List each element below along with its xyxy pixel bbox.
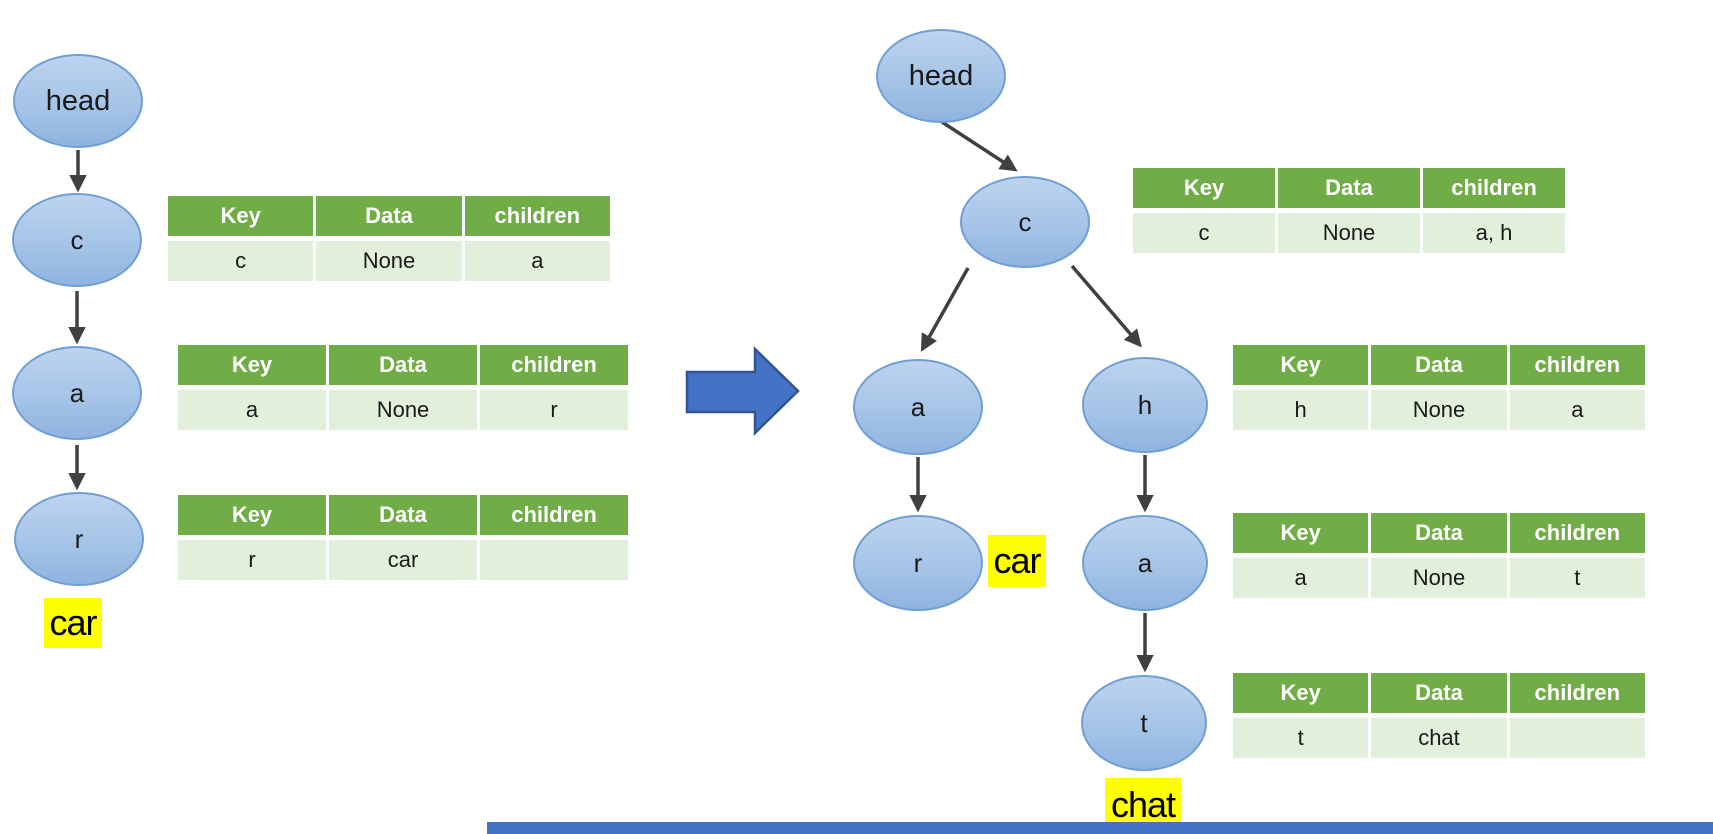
table-header-data: Data	[1278, 168, 1420, 208]
table-header-children: children	[464, 196, 610, 236]
table-cell-key: c	[1133, 213, 1275, 253]
after-word-label-car: car	[988, 535, 1046, 587]
table-header-data: Data	[316, 196, 462, 236]
table-header-key: Key	[1233, 345, 1369, 385]
edge-after-head-c	[941, 120, 1018, 172]
table-header-children: children	[1509, 513, 1645, 553]
table-cell-children	[480, 540, 628, 580]
table-cell-children: a, h	[1423, 213, 1565, 253]
table-cell-data: None	[329, 390, 477, 430]
bottom-bar	[487, 822, 1713, 834]
before-node-r: r	[14, 492, 144, 586]
edge-after-c-a	[920, 267, 970, 352]
after-node-r: r	[853, 515, 983, 611]
table-cell-data: chat	[1371, 718, 1507, 758]
table-header-key: Key	[178, 345, 326, 385]
table-cell-data: None	[316, 241, 462, 281]
table-cell-children: r	[480, 390, 628, 430]
table-header-children: children	[1509, 673, 1645, 713]
before-word-label-car: car	[44, 598, 102, 648]
before-table-r: Key Data children r car	[178, 495, 628, 580]
after-node-c: c	[960, 176, 1090, 268]
after-node-head: head	[876, 29, 1006, 123]
table-cell-data: None	[1278, 213, 1420, 253]
before-node-head: head	[13, 54, 143, 148]
before-table-a: Key Data children a None r	[178, 345, 628, 430]
table-cell-key: a	[1233, 558, 1369, 598]
table-header-data: Data	[329, 345, 477, 385]
table-cell-key: c	[168, 241, 314, 281]
after-table-h: Key Data children h None a	[1233, 345, 1645, 430]
transform-arrow-icon	[685, 346, 800, 436]
table-cell-data: None	[1371, 390, 1507, 430]
before-node-a: a	[12, 346, 142, 440]
after-node-a2: a	[1082, 515, 1208, 611]
table-header-children: children	[1423, 168, 1565, 208]
table-header-children: children	[1509, 345, 1645, 385]
table-header-data: Data	[1371, 673, 1507, 713]
before-table-c: Key Data children c None a	[168, 196, 610, 281]
after-node-a: a	[853, 359, 983, 455]
table-header-data: Data	[1371, 513, 1507, 553]
table-cell-children: a	[464, 241, 610, 281]
table-cell-children: t	[1509, 558, 1645, 598]
table-cell-key: a	[178, 390, 326, 430]
table-cell-data: None	[1371, 558, 1507, 598]
table-header-data: Data	[329, 495, 477, 535]
after-node-t: t	[1081, 675, 1207, 771]
table-cell-children: a	[1509, 390, 1645, 430]
table-header-key: Key	[168, 196, 314, 236]
table-header-key: Key	[1233, 673, 1369, 713]
after-table-a: Key Data children a None t	[1233, 513, 1645, 598]
edge-after-c-h	[1070, 264, 1142, 348]
table-header-key: Key	[1233, 513, 1369, 553]
after-table-t: Key Data children t chat	[1233, 673, 1645, 758]
before-node-c: c	[12, 193, 142, 287]
after-node-h: h	[1082, 357, 1208, 453]
table-header-children: children	[480, 345, 628, 385]
table-header-children: children	[480, 495, 628, 535]
table-cell-key: r	[178, 540, 326, 580]
table-header-data: Data	[1371, 345, 1507, 385]
table-cell-key: t	[1233, 718, 1369, 758]
table-cell-key: h	[1233, 390, 1369, 430]
table-header-key: Key	[1133, 168, 1275, 208]
table-cell-data: car	[329, 540, 477, 580]
table-header-key: Key	[178, 495, 326, 535]
table-cell-children	[1509, 718, 1645, 758]
after-table-c: Key Data children c None a, h	[1133, 168, 1565, 253]
